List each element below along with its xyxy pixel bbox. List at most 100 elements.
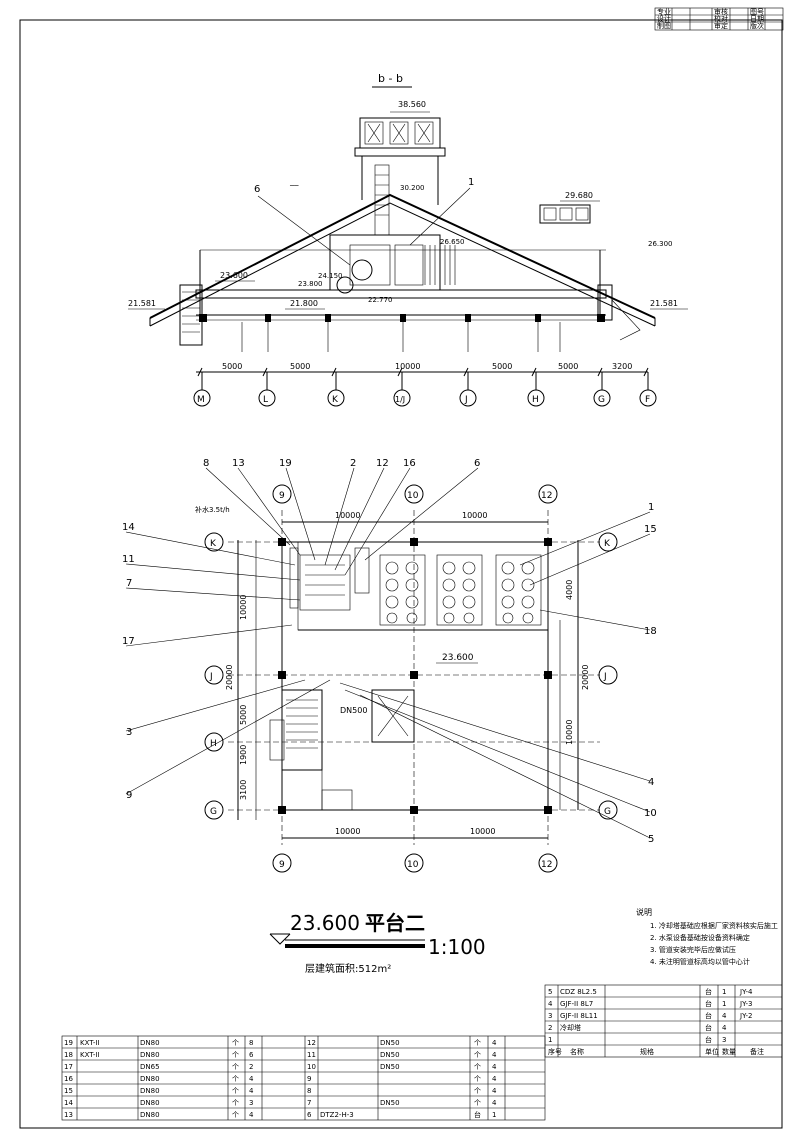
eq-l-cell: 19 bbox=[64, 1039, 73, 1047]
cooling-tower-units bbox=[379, 554, 542, 626]
plan-axis-h: G bbox=[210, 807, 217, 817]
tb-cell: 审定 bbox=[714, 21, 728, 30]
pump-cluster bbox=[299, 554, 351, 611]
tb-cell: 校对 bbox=[714, 14, 728, 23]
plan-dim-left: 20000 bbox=[225, 665, 234, 690]
plan-callout: 11 bbox=[122, 554, 135, 565]
plan-dim-top: 10000 bbox=[335, 511, 360, 520]
tb-cell: 专业 bbox=[657, 7, 671, 16]
eq-l-cell: 1 bbox=[492, 1111, 496, 1119]
section-title: b - b bbox=[378, 72, 403, 85]
tb-cell: 图号 bbox=[750, 8, 764, 16]
notes-line: 1. 冷却塔基础应根据厂家资料核实后施工 bbox=[650, 921, 778, 930]
eq-r-cell: JY-3 bbox=[739, 1000, 753, 1008]
elev-platform: 23.600 bbox=[220, 271, 248, 280]
plan-callout: 5 bbox=[648, 834, 654, 845]
eq-l-cell: 4 bbox=[249, 1111, 254, 1119]
section-note: ── bbox=[289, 182, 299, 190]
shaft bbox=[371, 689, 415, 743]
eq-l-cell: 个 bbox=[232, 1087, 239, 1095]
eq-l-cell: DN80 bbox=[140, 1051, 160, 1059]
plan-axis-v: 9 bbox=[279, 860, 285, 870]
elev-top: 38.560 bbox=[398, 100, 426, 109]
plan-callout: 10 bbox=[644, 808, 657, 819]
plan-title-elev: 23.600 bbox=[290, 911, 360, 935]
sec-dim: 5000 bbox=[222, 362, 242, 371]
plan-axis-v: 12 bbox=[541, 491, 552, 501]
eq-l-cell: 个 bbox=[232, 1039, 239, 1047]
plan-callout: 14 bbox=[122, 522, 135, 533]
plan-axis-h: K bbox=[210, 539, 217, 549]
eq-l-cell: 18 bbox=[64, 1051, 73, 1059]
eq-l-cell: DN50 bbox=[380, 1099, 400, 1107]
eq-r-cell: JY-4 bbox=[739, 988, 753, 996]
axis-bubble: H bbox=[532, 395, 539, 405]
eq-l-cell: DN80 bbox=[140, 1111, 160, 1119]
eq-r-cell: 2 bbox=[548, 1024, 552, 1032]
eq-r-cell: GJF-II 8L11 bbox=[560, 1012, 598, 1020]
eq-l-cell: 4 bbox=[249, 1075, 254, 1083]
elev-left: 21.581 bbox=[128, 299, 156, 308]
axis-bubble: L bbox=[263, 395, 268, 405]
eq-l-cell: 17 bbox=[64, 1063, 73, 1071]
notes-line: 3. 管道安装完毕后应做试压 bbox=[650, 945, 736, 954]
eq-l-cell: DN80 bbox=[140, 1087, 160, 1095]
axis-bubble: F bbox=[645, 395, 650, 405]
eq-l-cell: 9 bbox=[307, 1075, 311, 1083]
eq-l-cell: 个 bbox=[474, 1039, 481, 1047]
elev-small2: 24.150 bbox=[318, 272, 343, 280]
plan-dim-right: 4000 bbox=[565, 580, 574, 600]
plan-dim-bottom: 10000 bbox=[470, 827, 495, 836]
eq-l-cell: 7 bbox=[307, 1099, 311, 1107]
plan-callout: 17 bbox=[122, 636, 135, 647]
eq-l-cell: DN65 bbox=[140, 1063, 160, 1071]
eq-l-cell: 13 bbox=[64, 1111, 73, 1119]
eq-l-cell: 4 bbox=[492, 1039, 497, 1047]
eq-l-cell: 6 bbox=[249, 1051, 254, 1059]
plan-dim-left: 5000 bbox=[239, 705, 248, 725]
stairwell bbox=[281, 689, 323, 771]
plan-callout: 13 bbox=[232, 458, 245, 469]
plan-dim-left: 1900 bbox=[239, 745, 248, 765]
eq-r-header: 备注 bbox=[750, 1047, 764, 1056]
eq-l-cell: 16 bbox=[64, 1075, 73, 1083]
floor-slab bbox=[195, 289, 607, 299]
plan-note-flow: 补水3.5t/h bbox=[195, 505, 230, 514]
equipment-table-left: 19 KXT-II DN80 个 8 12 DN50 个 4 18 KXT-II… bbox=[61, 1035, 546, 1121]
plan-callout: 2 bbox=[350, 458, 356, 469]
eq-r-cell: 冷却塔 bbox=[560, 1023, 581, 1032]
title-block-header: 专业 审核 图号 设计 校对 日期 制图 审定 版次 bbox=[654, 7, 784, 31]
axis-bubble: J bbox=[464, 395, 468, 405]
notes-heading: 说明 bbox=[636, 907, 652, 917]
plan-title-area: 层建筑面积:512m² bbox=[305, 962, 391, 975]
plan-elev: 23.600 bbox=[442, 653, 474, 663]
plan-title-name: 平台二 bbox=[365, 911, 425, 935]
eq-l-cell: 10 bbox=[307, 1063, 316, 1071]
elev-small6: 26.300 bbox=[648, 240, 673, 248]
plan-dim-top: 10000 bbox=[462, 511, 487, 520]
eq-l-cell: 个 bbox=[474, 1051, 481, 1059]
eq-r-cell: 3 bbox=[722, 1036, 726, 1044]
section-callout-6: 6 bbox=[254, 184, 260, 195]
plan-axis-v: 9 bbox=[279, 491, 285, 501]
eq-l-cell: 4 bbox=[249, 1087, 254, 1095]
eq-r-cell: 台 bbox=[705, 1011, 712, 1020]
eq-l-cell: 个 bbox=[474, 1075, 481, 1083]
elev-floor: 21.800 bbox=[290, 299, 318, 308]
eq-l-cell: 14 bbox=[64, 1099, 73, 1107]
plan-title: 23.600 平台二 1:100 层建筑面积:512m² bbox=[269, 911, 486, 975]
eq-l-cell: 个 bbox=[474, 1099, 481, 1107]
eq-l-cell: 4 bbox=[492, 1087, 497, 1095]
roof-line bbox=[149, 193, 656, 319]
sheet-border bbox=[19, 19, 783, 1129]
eq-l-cell: 12 bbox=[307, 1039, 316, 1047]
plan-callout: 18 bbox=[644, 626, 657, 637]
notes-line: 4. 未注明管道标高均以管中心计 bbox=[650, 957, 750, 966]
eq-l-cell: 3 bbox=[249, 1099, 253, 1107]
eq-r-cell: 1 bbox=[722, 988, 726, 996]
elev-right: 21.581 bbox=[650, 299, 678, 308]
plan-callout: 8 bbox=[203, 458, 209, 469]
eq-l-cell: 8 bbox=[249, 1039, 253, 1047]
eq-l-cell: DN80 bbox=[140, 1075, 160, 1083]
